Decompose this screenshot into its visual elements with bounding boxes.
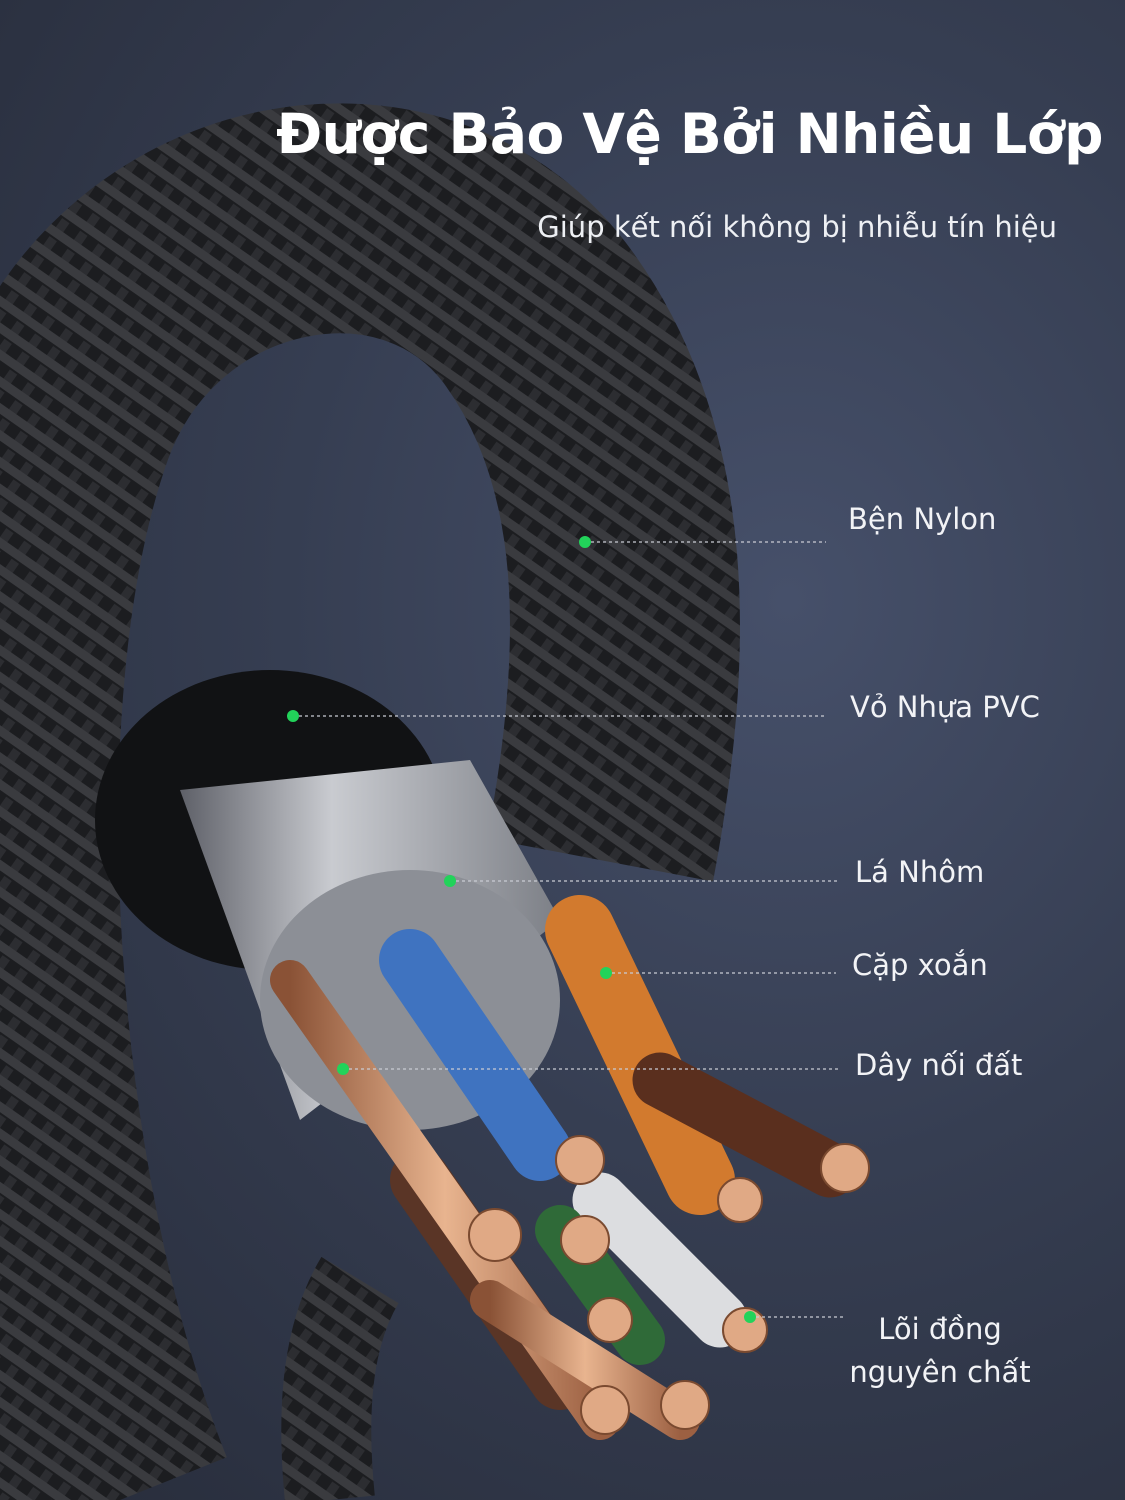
braided-cable-loop (0, 103, 740, 1500)
label-copper-core-line1: Lõi đồng (878, 1312, 1002, 1346)
label-copper-core-line2: nguyên chất (849, 1355, 1031, 1389)
page-subtitle: Giúp kết nối không bị nhiễu tín hiệu (537, 210, 1057, 244)
label-aluminum-foil: Lá Nhôm (855, 855, 985, 889)
label-twisted-pair: Cặp xoắn (852, 948, 988, 982)
label-nylon-braid: Bện Nylon (848, 502, 997, 536)
page-title: Được Bảo Vệ Bởi Nhiều Lớp (276, 102, 1103, 166)
label-ground-wire: Dây nối đất (855, 1048, 1023, 1082)
label-copper-core: Lõi đồng nguyên chất (840, 1308, 1040, 1394)
marker-dots (287, 536, 756, 1323)
label-pvc-jacket: Vỏ Nhựa PVC (850, 690, 1040, 724)
leader-lines (293, 541, 845, 1318)
copper-core-ends (468, 1135, 870, 1435)
